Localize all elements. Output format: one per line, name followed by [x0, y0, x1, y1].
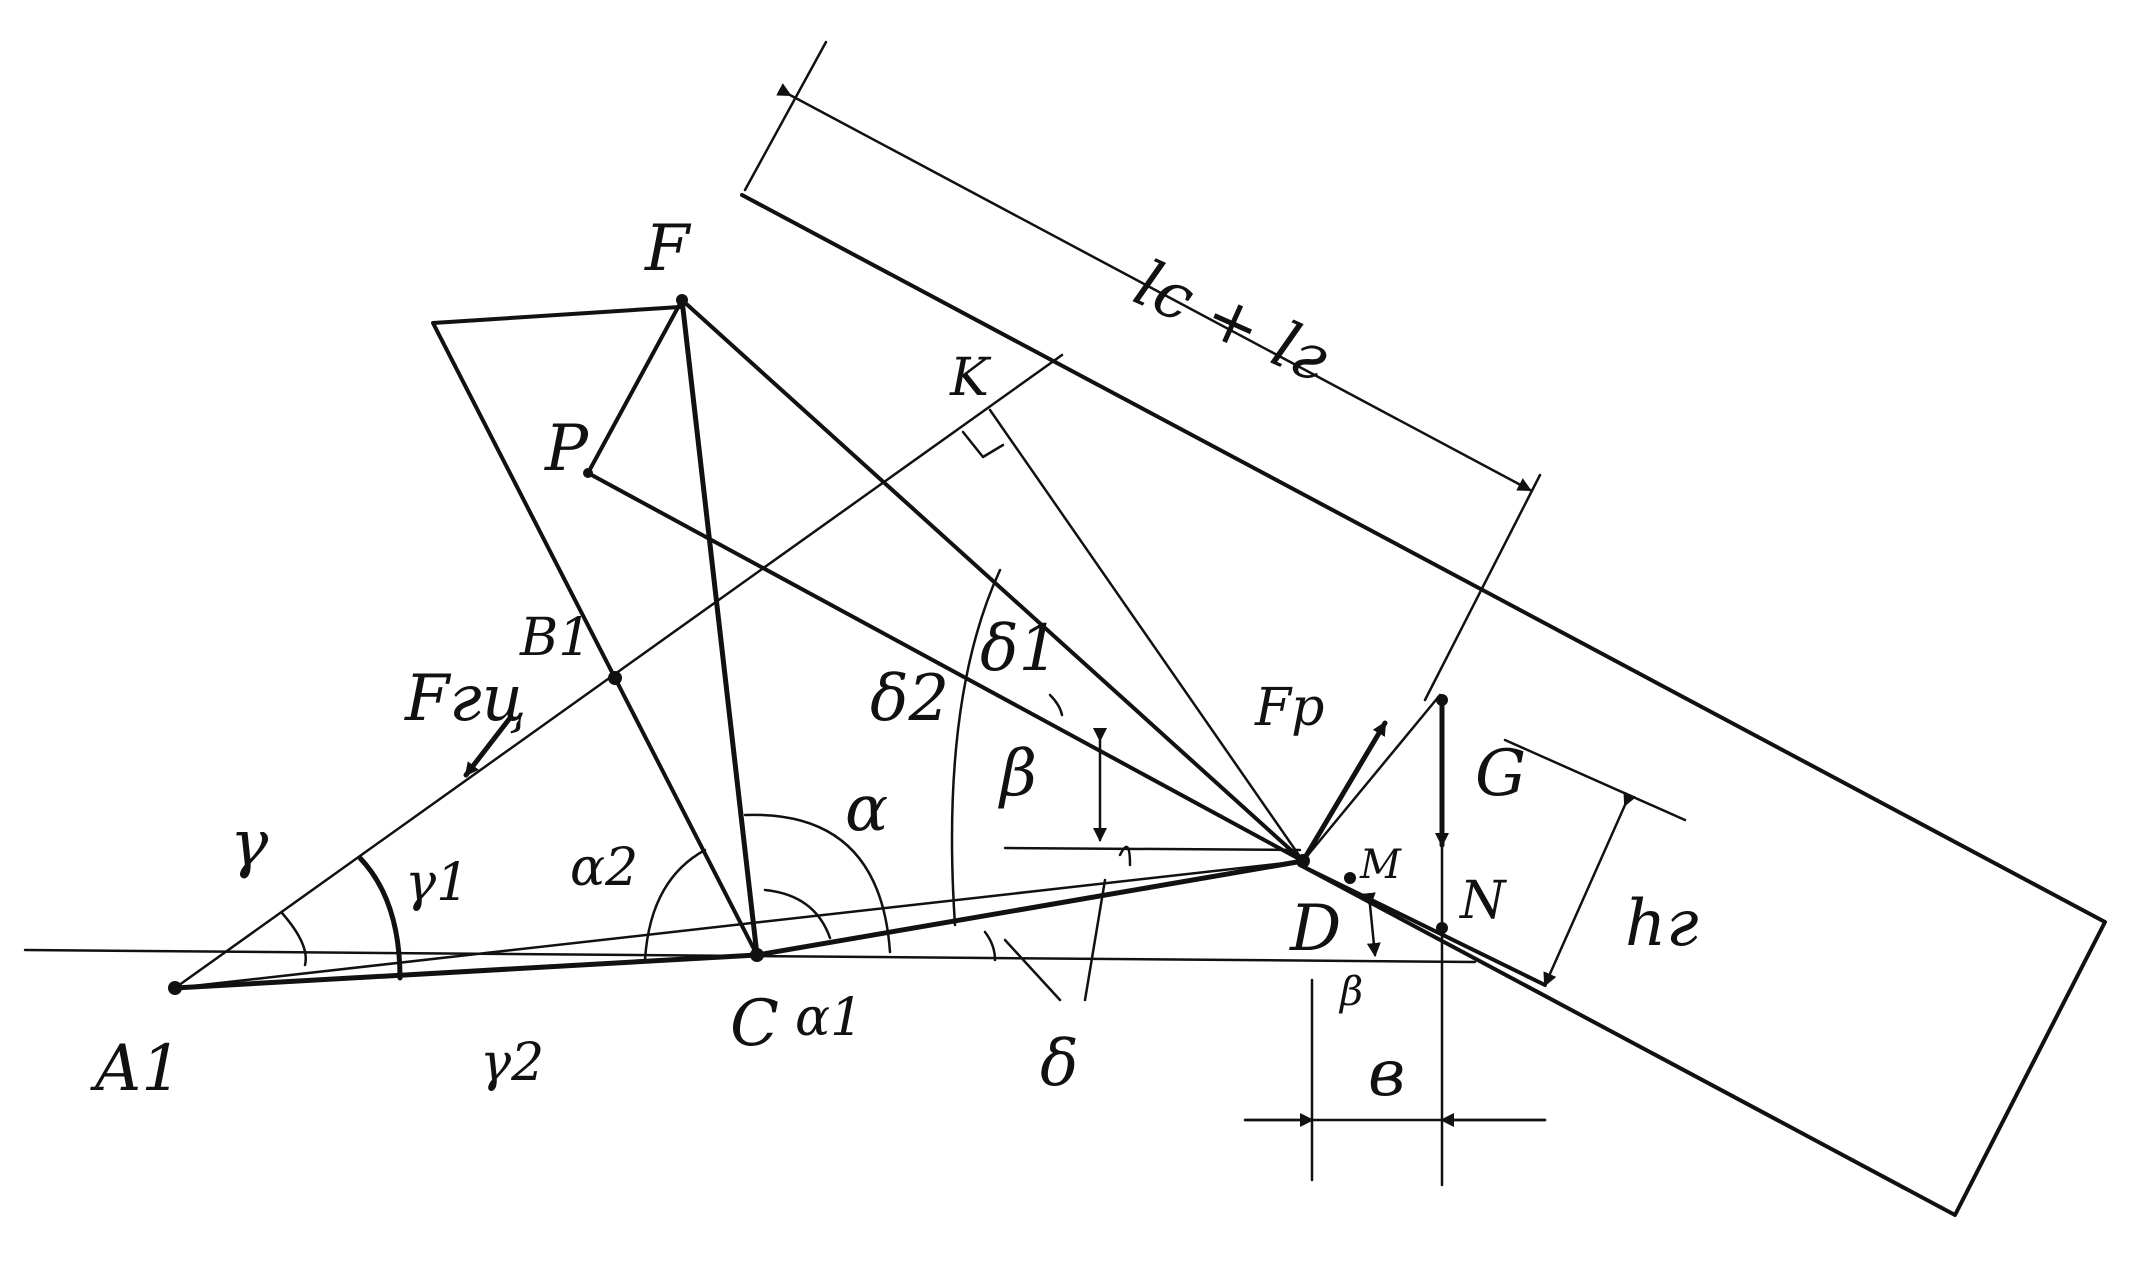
dim-lc-lg-line [776, 83, 1532, 492]
right-angle-mark-K [961, 430, 1005, 459]
label-Fgc: Fгц [404, 662, 526, 736]
label-gamma: γ [230, 807, 269, 881]
arc-alpha [743, 813, 892, 954]
line-A1-K [173, 353, 1064, 990]
label-delta1: δ1 [980, 612, 1059, 686]
point-N [1436, 922, 1448, 934]
line-K-D [988, 408, 1305, 863]
delta-leader-1 [1003, 938, 1062, 1002]
link-A1-D [173, 859, 1305, 990]
frame-F-P [586, 298, 684, 475]
arc-delta2 [950, 568, 1002, 927]
label-alpha1: α1 [795, 988, 863, 1048]
label-alpha2: α2 [570, 838, 638, 898]
delta-leader-2 [1083, 878, 1107, 1002]
frame-left [431, 305, 759, 957]
line-D-G [1301, 693, 1442, 863]
force-Fgc-arrow [463, 715, 513, 778]
link-F-C [679, 297, 760, 958]
link-C-D [754, 858, 1306, 958]
label-offset: в [1368, 1037, 1405, 1111]
link-A1-C [172, 952, 760, 991]
arc-beta-top [1118, 845, 1132, 867]
arc-alpha1 [763, 888, 832, 940]
label-alpha: α [845, 772, 888, 846]
label-length: lс + lг [1123, 247, 1339, 397]
body-bottom-edge [1298, 863, 1547, 987]
joint-P [583, 468, 593, 478]
label-delta2: δ2 [870, 662, 949, 736]
joint-D [1296, 854, 1310, 868]
arc-delta1 [1048, 693, 1064, 717]
label-M: M [1359, 842, 1402, 888]
arc-alpha2 [643, 848, 707, 962]
point-G [1436, 694, 1448, 706]
horizontal-reference-D [1003, 846, 1302, 852]
label-D: D [1289, 892, 1341, 966]
force-Fp-arrow [1300, 720, 1388, 864]
dim-hg-ext-top [1503, 738, 1687, 822]
label-G: G [1475, 737, 1526, 811]
label-C: C [730, 987, 779, 1061]
label-beta-bottom: β [1338, 969, 1363, 1015]
label-P: P [544, 412, 589, 486]
label-K: K [949, 348, 992, 408]
arc-delta [983, 930, 997, 962]
label-Fp: Fр [1254, 678, 1324, 738]
joint-C [750, 948, 764, 962]
beta-bottom-arrow [1361, 892, 1381, 957]
joint-A1 [168, 981, 182, 995]
link-F-D [680, 298, 1305, 863]
arc-gamma [280, 911, 307, 967]
joint-B1 [608, 671, 622, 685]
point-M [1344, 872, 1356, 884]
label-height: hг [1625, 887, 1699, 961]
label-N: N [1458, 871, 1507, 931]
body-outline [740, 193, 2107, 1217]
joint-F [676, 294, 688, 306]
link-P-D [586, 471, 1305, 863]
label-delta: δ [1040, 1027, 1079, 1101]
label-F: F [644, 212, 692, 286]
dim-hg-line [1543, 791, 1637, 987]
label-B1: B1 [519, 608, 591, 668]
dim-ext-left [743, 40, 828, 192]
label-A1: A1 [90, 1032, 182, 1106]
arc-gamma1 [357, 855, 403, 981]
dim-ext-right [1423, 473, 1542, 702]
label-beta-top: β [998, 737, 1037, 811]
label-gamma2: γ2 [480, 1033, 544, 1093]
label-gamma1: γ1 [405, 853, 469, 913]
